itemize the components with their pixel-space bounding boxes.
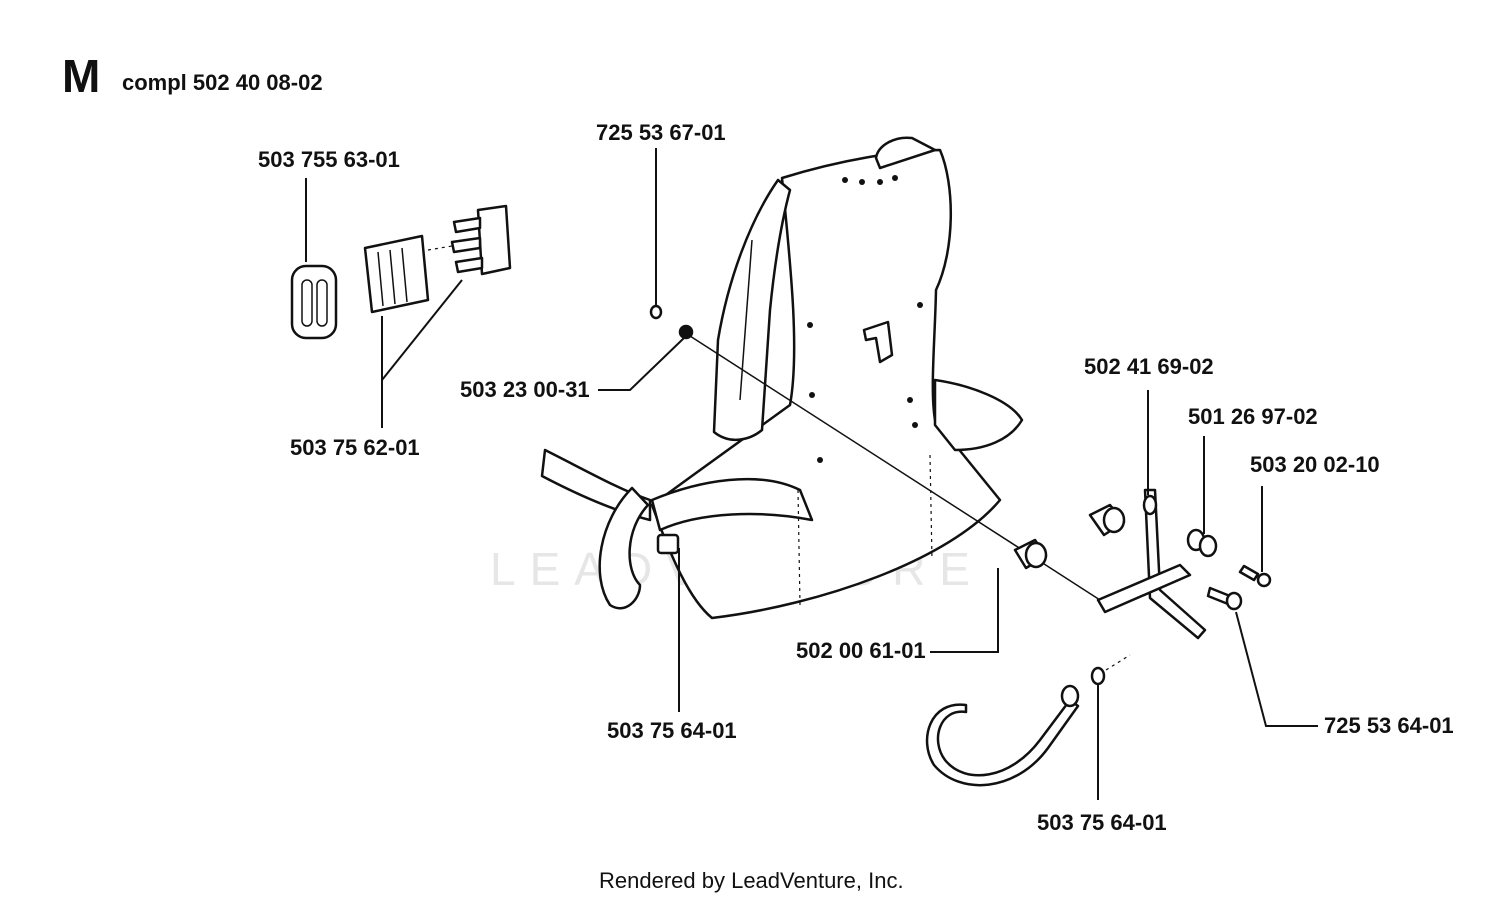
harness-body [540,136,1024,620]
leader-line-bracket-screw [1235,611,1318,727]
spacer-part[interactable] [1013,503,1126,570]
buckle-part[interactable] [363,204,512,314]
screw-part[interactable] [649,304,694,340]
label-503-75-62-01[interactable]: 503 75 62-01 [290,435,420,460]
strap-slider-part[interactable] [290,264,338,340]
leader-line-buckle-2 [381,279,463,381]
bracket-screw-part[interactable] [1206,586,1243,611]
hook-bracket-part[interactable] [1096,488,1207,640]
label-501-26-97-02[interactable]: 501 26 97-02 [1188,404,1318,429]
leader-line-washer [598,337,685,391]
label-503-75-64-01-a[interactable]: 503 75 64-01 [607,718,737,743]
hip-hook-left-part[interactable] [656,533,680,555]
label-502-41-69-02[interactable]: 502 41 69-02 [1084,354,1214,379]
bolt-part[interactable] [1238,564,1272,588]
label-503-75-64-01-b[interactable]: 503 75 64-01 [1037,810,1167,835]
label-503-755-63-01[interactable]: 503 755 63-01 [258,147,400,172]
label-502-00-61-01[interactable]: 502 00 61-01 [796,638,926,663]
nut-part[interactable] [1186,528,1218,558]
hook-strap-part[interactable] [925,654,1131,787]
section-title: compl 502 40 08-02 [122,70,323,95]
label-725-53-67-01[interactable]: 725 53 67-01 [596,120,726,145]
label-503-20-02-10[interactable]: 503 20 02-10 [1250,452,1380,477]
footer-credit: Rendered by LeadVenture, Inc. [599,868,904,893]
label-503-23-00-31[interactable]: 503 23 00-31 [460,377,590,402]
leader-line-spacer [930,568,999,653]
section-letter: M [62,50,100,102]
label-725-53-64-01[interactable]: 725 53 64-01 [1324,713,1454,738]
